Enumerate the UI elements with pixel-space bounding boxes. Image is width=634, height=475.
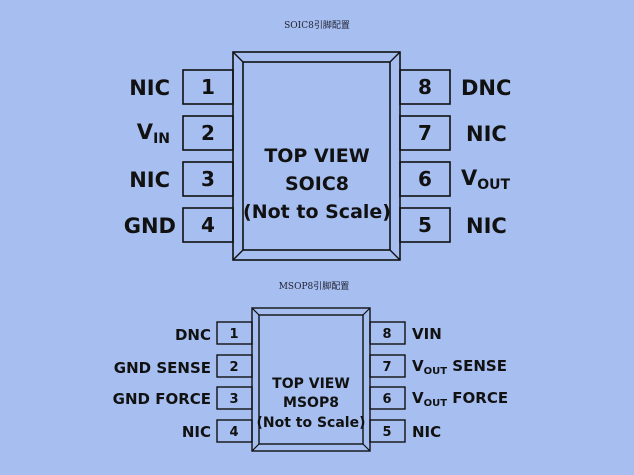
msop-pin-2-box bbox=[216, 354, 253, 378]
soic-pin-6: 6 VOUT bbox=[399, 161, 511, 197]
soic-pin-7-box bbox=[399, 115, 451, 151]
msop-center-line-3: (Not to Scale) bbox=[256, 415, 365, 431]
msop-pin-8: 8 VIN bbox=[369, 321, 442, 345]
msop-chip-body bbox=[251, 307, 371, 452]
msop-pin-2: 2 GND SENSE bbox=[114, 354, 253, 378]
msop-pin-4: 4 NIC bbox=[182, 419, 253, 443]
msop-pin-6-box bbox=[369, 386, 406, 410]
soic-pin-8-number: 8 bbox=[418, 75, 432, 99]
soic-center-line-1: TOP VIEW bbox=[264, 145, 369, 167]
soic-pin-3-label: NIC bbox=[129, 168, 170, 192]
msop-pin-7-label: VOUT SENSE bbox=[412, 357, 507, 377]
soic-pin-5-box bbox=[399, 207, 451, 243]
msop-pin-3: 3 GND FORCE bbox=[113, 386, 253, 410]
msop-pin-1-box bbox=[216, 321, 253, 345]
msop-pin-5-box bbox=[369, 419, 406, 443]
msop-pin-4-number: 4 bbox=[229, 425, 238, 440]
msop-pin-3-label: GND FORCE bbox=[113, 390, 211, 408]
soic-caption: SOIC8引脚配置 bbox=[284, 20, 350, 31]
msop-pin-8-number: 8 bbox=[382, 327, 391, 342]
msop-pin-4-label: NIC bbox=[182, 423, 211, 441]
msop-pin-1: 1 DNC bbox=[175, 321, 253, 345]
soic-chip-body bbox=[232, 51, 401, 261]
msop-pin-6-number: 6 bbox=[382, 392, 391, 407]
soic-pin-2-label: VIN bbox=[137, 120, 170, 147]
soic-pin-8-label: DNC bbox=[461, 76, 511, 100]
msop-pin-5-number: 5 bbox=[382, 425, 391, 440]
soic-pin-2: 2 VIN bbox=[137, 115, 234, 151]
soic-pin-2-box bbox=[182, 115, 234, 151]
soic-pin-6-number: 6 bbox=[418, 167, 432, 191]
msop-pin-7-number: 7 bbox=[382, 360, 391, 375]
soic-pin-3: 3 NIC bbox=[129, 161, 234, 197]
msop-pin-8-label: VIN bbox=[412, 325, 442, 343]
soic-pin-6-label: VOUT bbox=[461, 166, 511, 193]
msop-center-line-2: MSOP8 bbox=[283, 395, 339, 411]
soic-pin-1-label: NIC bbox=[129, 76, 170, 100]
soic-pin-6-box bbox=[399, 161, 451, 197]
msop-pin-1-number: 1 bbox=[229, 327, 238, 342]
soic-pin-7-label: NIC bbox=[466, 122, 507, 146]
soic-pin-4-label: GND bbox=[124, 214, 176, 238]
msop-pin-5: 5 NIC bbox=[369, 419, 441, 443]
msop-pin-6-label: VOUT FORCE bbox=[412, 389, 508, 409]
msop-pin-4-box bbox=[216, 419, 253, 443]
soic-pin-3-number: 3 bbox=[201, 167, 215, 191]
msop-caption: MSOP8引脚配置 bbox=[279, 281, 350, 292]
msop-pin-5-label: NIC bbox=[412, 423, 441, 441]
soic-pin-3-box bbox=[182, 161, 234, 197]
soic-pin-7-number: 7 bbox=[418, 121, 432, 145]
soic-pin-7: 7 NIC bbox=[399, 115, 507, 151]
soic-pin-8: 8 DNC bbox=[399, 69, 511, 105]
msop-pin-1-label: DNC bbox=[175, 326, 211, 344]
soic-pin-5-label: NIC bbox=[466, 214, 507, 238]
msop-pin-7-box bbox=[369, 354, 406, 378]
soic-pin-4-box bbox=[182, 207, 234, 243]
soic-pin-1: 1 NIC bbox=[129, 69, 234, 105]
soic-pin-5: 5 NIC bbox=[399, 207, 507, 243]
soic-pin-2-number: 2 bbox=[201, 121, 215, 145]
msop-center-line-1: TOP VIEW bbox=[272, 376, 350, 392]
msop-pin-8-box bbox=[369, 321, 406, 345]
soic-pin-8-box bbox=[399, 69, 451, 105]
soic-pin-4-number: 4 bbox=[201, 213, 215, 237]
soic-center-line-3: (Not to Scale) bbox=[243, 201, 391, 223]
msop-pin-2-label: GND SENSE bbox=[114, 359, 211, 377]
msop-pin-2-number: 2 bbox=[229, 360, 238, 375]
soic-pin-1-box bbox=[182, 69, 234, 105]
soic-pin-4: 4 GND bbox=[124, 207, 234, 243]
soic-pin-1-number: 1 bbox=[201, 75, 215, 99]
msop-pin-3-box bbox=[216, 386, 253, 410]
msop-pin-6: 6 VOUT FORCE bbox=[369, 386, 508, 410]
msop-pin-3-number: 3 bbox=[229, 392, 238, 407]
soic-pin-5-number: 5 bbox=[418, 213, 432, 237]
msop-pin-7: 7 VOUT SENSE bbox=[369, 354, 507, 378]
soic-center-line-2: SOIC8 bbox=[285, 173, 349, 195]
